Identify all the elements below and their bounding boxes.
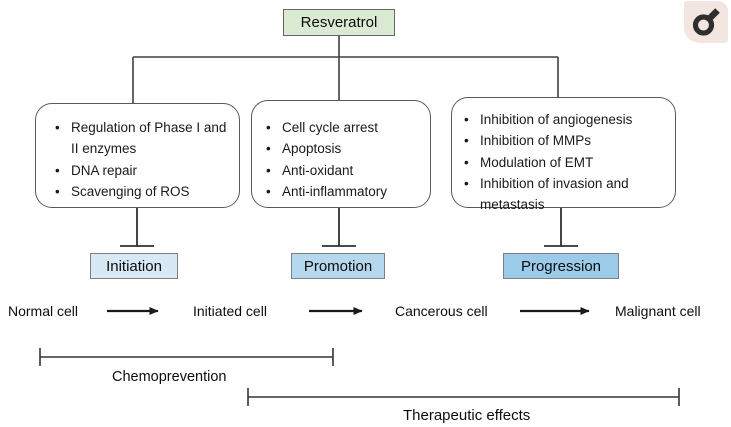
initiation-mechanisms-box: Regulation of Phase I and II enzymes DNA… — [35, 103, 240, 208]
mechanism-item: Anti-inflammatory — [262, 181, 424, 203]
cell-malignant: Malignant cell — [615, 303, 701, 319]
corner-logo-badge[interactable] — [684, 1, 728, 43]
inhibition-tbar-promotion — [322, 208, 356, 247]
mechanism-item: Cell cycle arrest — [262, 117, 424, 139]
mechanism-item: Apoptosis — [262, 138, 424, 160]
tree-connector-lines — [132, 36, 559, 103]
cell-cancerous: Cancerous cell — [395, 303, 488, 319]
cell-initiated: Initiated cell — [193, 303, 267, 319]
stage-label: Promotion — [303, 257, 373, 275]
mechanism-item: Inhibition of MMPs — [460, 130, 671, 152]
stage-promotion: Promotion — [291, 253, 385, 279]
chemoprevention-label: Chemoprevention — [112, 369, 227, 385]
stage-progression: Progression — [503, 253, 619, 279]
progression-mechanisms-box: Inhibition of angiogenesis Inhibition of… — [451, 97, 676, 212]
resveratrol-label: Resveratrol — [300, 14, 378, 31]
mechanism-item: DNA repair — [51, 160, 231, 182]
stage-label: Progression — [520, 257, 602, 275]
resveratrol-node: Resveratrol — [283, 9, 395, 36]
mechanism-list: Cell cycle arrest Apoptosis Anti-oxidant… — [262, 117, 424, 203]
mechanism-list: Regulation of Phase I and II enzymes DNA… — [51, 117, 231, 203]
therapeutic-effects-label: Therapeutic effects — [403, 407, 531, 424]
inhibition-tbar-initiation — [120, 208, 154, 247]
mechanism-item: Regulation of Phase I and II enzymes — [51, 117, 231, 160]
therapeutic-bracket — [247, 388, 680, 406]
stage-label: Initiation — [106, 257, 162, 275]
stage-initiation: Initiation — [90, 253, 178, 279]
promotion-mechanisms-box: Cell cycle arrest Apoptosis Anti-oxidant… — [251, 100, 431, 208]
chemoprevention-bracket — [39, 348, 334, 366]
male-symbol-icon — [692, 8, 720, 36]
mechanism-item: Inhibition of invasion and metastasis — [460, 173, 671, 216]
mechanism-list: Inhibition of angiogenesis Inhibition of… — [460, 109, 671, 216]
cell-normal: Normal cell — [8, 303, 79, 319]
mechanism-item: Scavenging of ROS — [51, 181, 231, 203]
mechanism-item: Anti-oxidant — [262, 160, 424, 182]
mechanism-item: Modulation of EMT — [460, 152, 671, 174]
mechanism-item: Inhibition of angiogenesis — [460, 109, 671, 131]
